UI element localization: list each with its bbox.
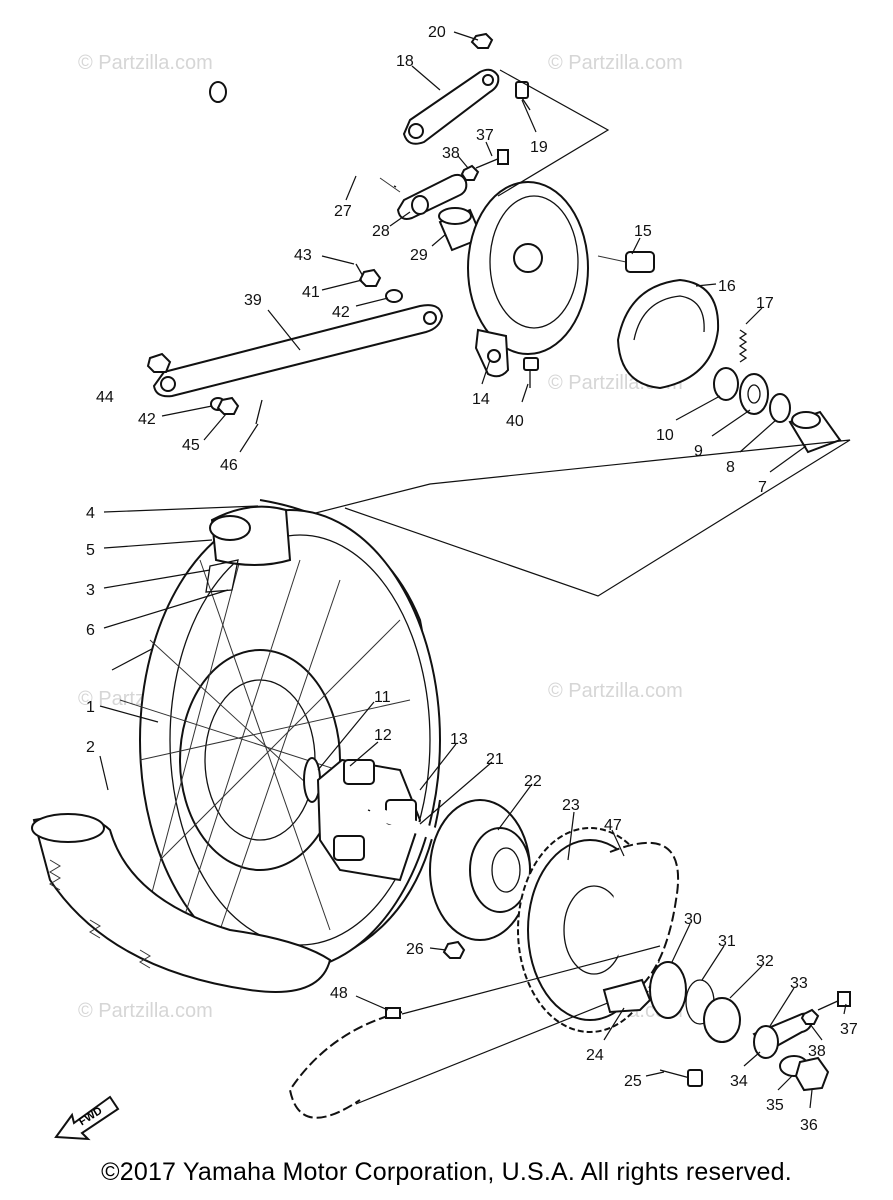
callout-9: 9 <box>694 443 703 460</box>
spring-part <box>738 329 748 363</box>
callout-10: 10 <box>656 427 674 444</box>
callout-14: 14 <box>472 391 490 408</box>
callout-33: 33 <box>790 975 808 992</box>
callout-37: 37 <box>840 1021 858 1038</box>
nut-part <box>800 1008 820 1025</box>
cam-part <box>597 251 655 273</box>
callout-11: 11 <box>374 689 391 706</box>
brake-plate-part <box>467 181 589 378</box>
assembly-guide-line <box>497 69 610 197</box>
callout-24: 24 <box>586 1047 604 1064</box>
callout-32: 32 <box>756 953 774 970</box>
callout-38: 38 <box>442 145 460 162</box>
callout-47: 47 <box>604 817 622 834</box>
bolt-part <box>659 1069 703 1087</box>
callout-35: 35 <box>766 1097 784 1114</box>
callout-36: 36 <box>800 1117 818 1134</box>
seal-part <box>713 367 739 401</box>
tire-part <box>31 813 332 993</box>
watermark-text: © Partzilla.com <box>548 52 683 74</box>
drive-chain-part <box>288 842 680 1119</box>
callout-13: 13 <box>450 731 468 748</box>
assembly-guide-line <box>287 439 851 597</box>
callout-22: 22 <box>524 773 542 790</box>
washer-part <box>385 289 403 303</box>
rear-wheel-part <box>119 499 441 972</box>
callout-42: 42 <box>332 304 350 321</box>
callout-5: 5 <box>86 542 95 559</box>
callout-44: 44 <box>96 389 114 406</box>
callout-18: 18 <box>396 53 414 70</box>
bolt-part <box>475 149 509 169</box>
copyright-notice: ©2017 Yamaha Motor Corporation, U.S.A. A… <box>101 1158 792 1186</box>
bolt-part <box>817 991 851 1011</box>
bolt-head-part <box>146 352 172 373</box>
nut-part <box>358 268 382 287</box>
cotter-pin-part <box>255 399 263 425</box>
callout-42: 42 <box>138 411 156 428</box>
axle-part <box>209 81 401 193</box>
callout-29: 29 <box>410 247 428 264</box>
callout-4: 4 <box>86 505 95 522</box>
shaft-part <box>367 805 441 841</box>
bearing-part <box>649 961 687 1019</box>
callout-7: 7 <box>758 479 767 496</box>
callout-41: 41 <box>302 284 320 301</box>
callout-40: 40 <box>506 413 524 430</box>
brake-shoe-part <box>616 278 720 390</box>
axle-nut-part <box>794 1056 830 1092</box>
torque-arm-part <box>152 304 444 398</box>
watermark-text: © Partzilla.com <box>78 52 213 74</box>
forward-arrow-icon: FWD <box>54 1095 120 1141</box>
watermark-text: © Partzilla.com <box>548 680 683 702</box>
collar-part <box>703 997 741 1043</box>
bolt-part <box>515 81 531 111</box>
callout-labels: 20 18 19 37 38 27 28 29 15 16 17 43 41 4… <box>86 24 858 1134</box>
callout-25: 25 <box>624 1073 642 1090</box>
callout-31: 31 <box>718 933 736 950</box>
callout-19: 19 <box>530 139 548 156</box>
callout-2: 2 <box>86 739 95 756</box>
lock-plate-part <box>602 978 652 1014</box>
callout-8: 8 <box>726 459 735 476</box>
callout-17: 17 <box>756 295 774 312</box>
callout-34: 34 <box>730 1073 748 1090</box>
bolt-part <box>523 357 539 388</box>
nut-part <box>442 940 466 959</box>
tube-valve-part <box>205 505 292 593</box>
callout-20: 20 <box>428 24 446 41</box>
callout-39: 39 <box>244 292 262 309</box>
nut-part <box>470 32 494 49</box>
sprocket-hub-part <box>429 799 531 941</box>
callout-45: 45 <box>182 437 200 454</box>
callout-26: 26 <box>406 941 424 958</box>
callout-16: 16 <box>718 278 736 295</box>
callout-43: 43 <box>294 247 312 264</box>
callout-12: 12 <box>374 727 392 744</box>
callout-28: 28 <box>372 223 390 240</box>
brake-arm-part <box>402 68 500 145</box>
callout-48: 48 <box>330 985 348 1002</box>
callout-15: 15 <box>634 223 652 240</box>
callout-37: 37 <box>476 127 494 144</box>
nut-part <box>216 396 240 415</box>
callout-30: 30 <box>684 911 702 928</box>
spacer-part <box>769 393 791 423</box>
callout-1: 1 <box>86 699 95 716</box>
callout-3: 3 <box>86 582 95 599</box>
callout-38: 38 <box>808 1043 826 1060</box>
callout-23: 23 <box>562 797 580 814</box>
bearing-part <box>739 373 769 415</box>
nut-part <box>460 164 480 181</box>
callout-27: 27 <box>334 203 352 220</box>
callout-6: 6 <box>86 622 95 639</box>
callout-21: 21 <box>486 751 504 768</box>
watermark-text: © Partzilla.com <box>78 1000 213 1022</box>
chain-adjuster-part <box>752 1012 814 1059</box>
callout-46: 46 <box>220 457 238 474</box>
